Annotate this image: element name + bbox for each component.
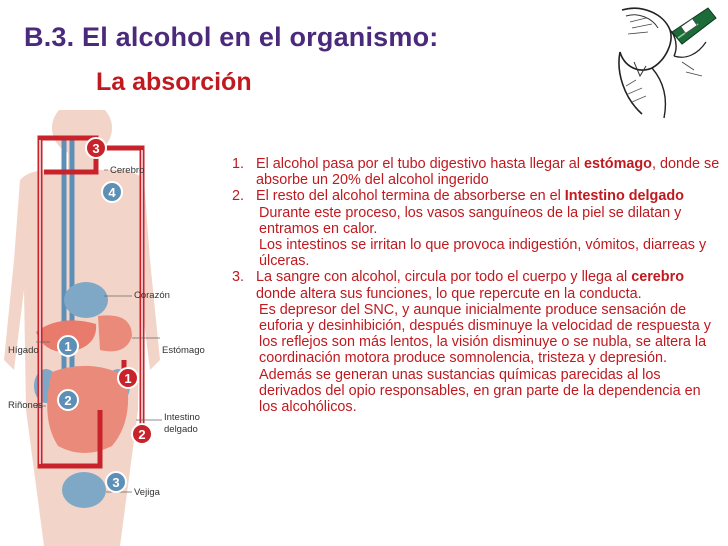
label-cerebro: Cerebro — [110, 165, 144, 176]
drinking-person-illustration — [612, 2, 722, 120]
label-corazon: Corazón — [134, 290, 170, 301]
step-marker: 2 — [57, 389, 79, 411]
list-item-1: 1. El alcohol pasa por el tubo digestivo… — [232, 156, 720, 188]
item-paragraph: Durante este proceso, los vasos sanguíne… — [259, 204, 682, 237]
item-paragraph: Los intestinos se irritan lo que provoca… — [259, 237, 707, 270]
svg-text:2: 2 — [138, 427, 145, 442]
step-marker: 3 — [105, 471, 127, 493]
label-leaders — [36, 169, 162, 493]
intestine-organ — [47, 365, 129, 453]
item-text: El alcohol pasa por el tubo digestivo ha… — [256, 156, 720, 189]
bold-term: cerebro — [631, 269, 684, 286]
label-estomago: Estómago — [162, 345, 205, 356]
step-marker: 2 — [131, 423, 153, 445]
svg-text:1: 1 — [124, 371, 131, 386]
label-rinones: Riñones — [8, 400, 43, 411]
body-diagram: 3 4 1 1 2 2 3 Cerebro Corazón Hígado Est… — [4, 110, 205, 546]
heart-organ — [64, 282, 108, 318]
slide-title: B.3. El alcohol en el organismo: — [24, 22, 439, 52]
step-marker: 1 — [57, 335, 79, 357]
item-number: 1. — [232, 156, 245, 172]
list-item-3: 3. La sangre con alcohol, circula por to… — [232, 269, 720, 415]
bold-term: estómago — [584, 156, 652, 172]
item-text: La sangre con alcohol, circula por todo … — [256, 269, 684, 302]
step-marker: 1 — [117, 367, 139, 389]
label-intestino-2: delgado — [164, 424, 198, 435]
item-text: El resto del alcohol termina de absorber… — [256, 188, 684, 205]
slide-subtitle: La absorción — [96, 68, 252, 96]
svg-text:2: 2 — [64, 393, 71, 408]
vein-lines — [61, 140, 75, 410]
svg-text:1: 1 — [64, 339, 71, 354]
item-number: 2. — [232, 188, 245, 205]
label-intestino-1: Intestino — [164, 412, 200, 423]
svg-text:4: 4 — [108, 185, 116, 200]
svg-text:3: 3 — [92, 141, 99, 156]
list-item-2: 2. El resto del alcohol termina de absor… — [232, 188, 720, 269]
bold-term: Intestino delgado — [564, 188, 684, 205]
item-paragraph: Además se generan unas sustancias químic… — [259, 366, 701, 416]
item-number: 3. — [232, 269, 245, 286]
label-higado: Hígado — [8, 345, 39, 356]
text-content: 1. El alcohol pasa por el tubo digestivo… — [232, 156, 720, 415]
stomach-organ — [98, 315, 132, 352]
step-marker: 3 — [85, 137, 107, 159]
item-paragraph: Es depresor del SNC, y aunque inicialmen… — [259, 301, 711, 367]
bladder-organ — [62, 472, 106, 508]
body-silhouette — [4, 110, 160, 546]
svg-text:3: 3 — [112, 475, 119, 490]
label-vejiga: Vejiga — [134, 487, 161, 498]
blood-path-highlight — [39, 140, 143, 464]
step-marker: 4 — [101, 181, 123, 203]
